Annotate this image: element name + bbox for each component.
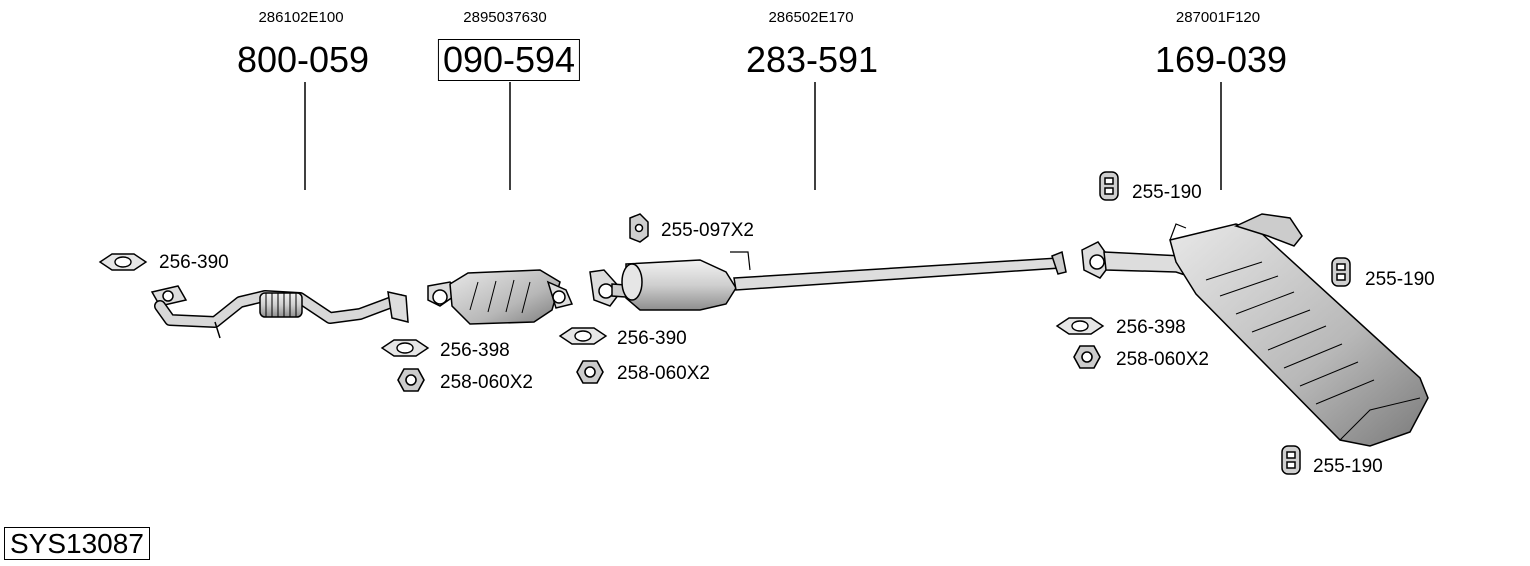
catalyst-drawing [427,269,574,325]
label-hanger-middle[interactable]: 255-097X2 [661,220,754,241]
system-code: SYS13087 [4,527,150,561]
middle-silencer-drawing [589,250,1067,311]
label-gasket-front[interactable]: 256-390 [159,252,229,273]
label-nut-catalyst[interactable]: 258-060X2 [440,372,533,393]
gasket-icon [98,253,148,271]
oem-number-middle-silencer: 286502E170 [768,9,854,26]
label-nut-rear[interactable]: 258-060X2 [1116,349,1209,370]
oem-number-rear-silencer: 287001F120 [1175,9,1261,26]
gasket-icon [380,339,430,357]
label-gasket-rear[interactable]: 256-398 [1116,317,1186,338]
hanger-icon [1281,445,1301,475]
gasket-icon [1055,317,1105,335]
label-gasket-middle[interactable]: 256-390 [617,328,687,349]
hanger-icon [1331,257,1351,287]
leader-lines [304,82,1222,190]
part-number-front-pipe[interactable]: 800-059 [236,39,370,80]
nut-icon [1073,345,1101,369]
label-hanger-rear-top[interactable]: 255-190 [1132,182,1202,203]
part-number-catalyst[interactable]: 090-594 [437,39,581,81]
oem-number-catalyst: 2895037630 [463,9,547,26]
part-number-rear-silencer[interactable]: 169-039 [1154,39,1288,80]
nut-icon [576,360,604,384]
part-number-middle-silencer[interactable]: 283-591 [745,39,879,80]
label-hanger-rear-right[interactable]: 255-190 [1365,269,1435,290]
front-pipe-drawing [150,285,409,339]
label-nut-middle[interactable]: 258-060X2 [617,363,710,384]
nut-icon [397,368,425,392]
label-hanger-rear-bottom[interactable]: 255-190 [1313,456,1383,477]
label-gasket-catalyst[interactable]: 256-398 [440,340,510,361]
rear-silencer-drawing [1081,213,1429,447]
hanger-icon [629,213,649,243]
gasket-icon [558,327,608,345]
oem-number-front-pipe: 286102E100 [258,9,344,26]
hanger-icon [1099,171,1119,201]
